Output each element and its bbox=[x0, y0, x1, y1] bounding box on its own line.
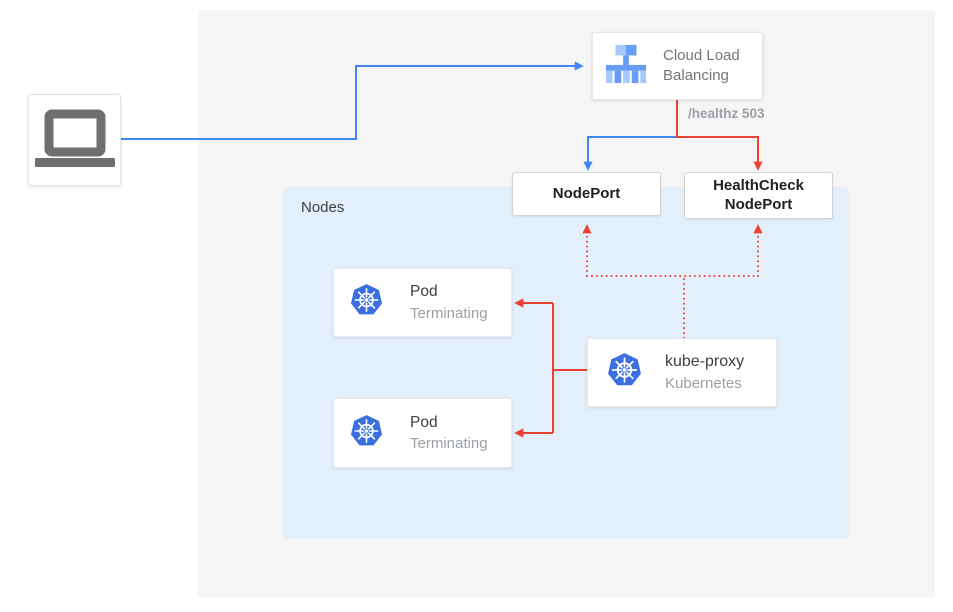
pod-card-1: Pod Terminating bbox=[333, 268, 512, 337]
laptop-icon bbox=[34, 109, 115, 172]
kube-proxy-title: kube-proxy bbox=[665, 352, 745, 370]
kube-proxy-card: kube-proxy Kubernetes bbox=[587, 338, 777, 407]
kubernetes-icon bbox=[349, 283, 384, 322]
kube-proxy-subtitle: Kubernetes bbox=[665, 375, 742, 393]
client-laptop-card bbox=[28, 94, 121, 186]
kube-proxy-text: kube-proxy Kubernetes bbox=[665, 351, 744, 394]
healthcheck-nodeport-card: HealthCheck NodePort bbox=[684, 172, 833, 219]
pod-card-2: Pod Terminating bbox=[333, 398, 512, 468]
pod-text: Pod Terminating bbox=[410, 412, 488, 455]
healthz-503-label: /healthz 503 bbox=[688, 106, 765, 121]
kubernetes-icon bbox=[349, 414, 384, 453]
nodeport-card: NodePort bbox=[512, 172, 661, 216]
pod-text: Pod Terminating bbox=[410, 281, 488, 324]
load-balancer-icon bbox=[603, 43, 649, 90]
pod-title: Pod bbox=[410, 413, 438, 431]
pod-status: Terminating bbox=[410, 435, 488, 453]
pod-status: Terminating bbox=[410, 304, 488, 322]
pod-title: Pod bbox=[410, 283, 438, 301]
nodeport-label: NodePort bbox=[552, 184, 621, 202]
cloud-load-balancing-label: Cloud Load Balancing bbox=[663, 46, 740, 84]
cloud-load-balancing-card: Cloud Load Balancing bbox=[592, 32, 763, 100]
healthcheck-nodeport-label: HealthCheck NodePort bbox=[713, 176, 804, 213]
nodes-label: Nodes bbox=[301, 199, 345, 216]
kubernetes-icon bbox=[606, 352, 643, 393]
